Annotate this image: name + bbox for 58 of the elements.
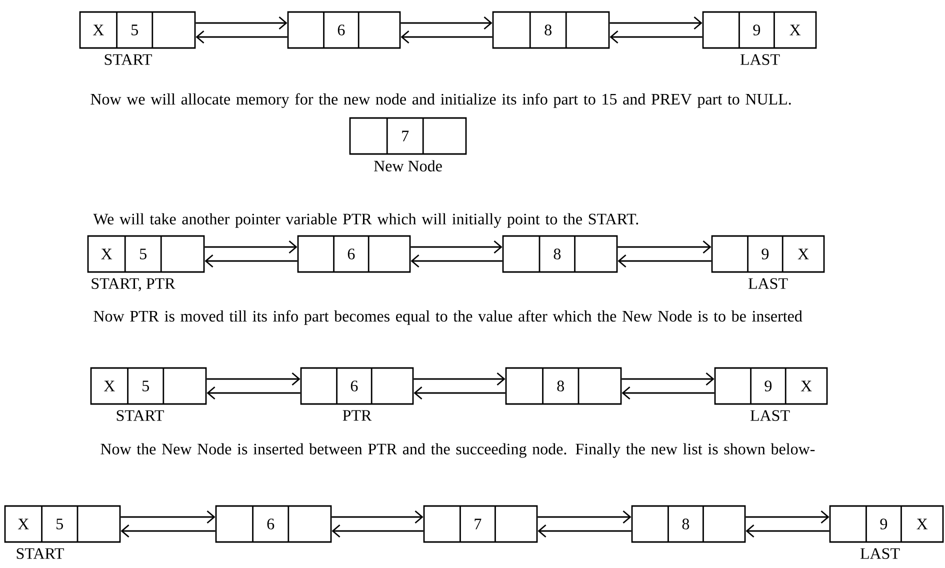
list-node: 8: [492, 11, 610, 49]
arrow: [618, 254, 712, 268]
list-node: 9 X: [702, 11, 817, 49]
arrow: [622, 386, 714, 400]
pointer-label: START: [16, 548, 64, 559]
instruction-text: Now we will allocate memory for the new node and initialize its info part to 15 and PREV part to NULL.: [90, 93, 791, 108]
list-node: 7: [423, 505, 538, 543]
list-node: 8: [505, 367, 622, 405]
pointer-label: PTR: [342, 410, 372, 421]
arrow: [206, 372, 300, 386]
arrow: [400, 16, 492, 30]
arrow: [610, 16, 702, 30]
arrow: [746, 510, 830, 524]
arrow: [538, 510, 632, 524]
list-node: 6: [300, 367, 414, 405]
arrow: [610, 30, 702, 44]
arrow: [414, 386, 506, 400]
arrow: [120, 510, 216, 524]
list-node: 8: [631, 505, 746, 543]
arrow: [622, 372, 714, 386]
list-node: X 5: [87, 235, 205, 273]
pointer-label: START: [116, 410, 164, 421]
list-node: 9 X: [711, 235, 825, 273]
arrow: [204, 254, 298, 268]
instruction-text: We will take another pointer variable PTR which will initially point to the START.: [93, 213, 638, 228]
arrow: [332, 524, 424, 538]
pointer-label: New Node: [374, 160, 442, 172]
arrow: [332, 510, 424, 524]
arrow: [410, 240, 502, 254]
pointer-label: START: [104, 54, 152, 65]
pointer-label: START, PTR: [92, 278, 176, 292]
list-node: 7: [349, 117, 467, 155]
list-node: 9 X: [829, 505, 944, 543]
list-node: 6: [215, 505, 332, 543]
arrow: [746, 524, 830, 538]
instruction-text: Now PTR is moved till its info part becomes equal to the value after which the New Node is to be inserted: [94, 310, 802, 325]
arrow: [196, 30, 288, 44]
list-node: X 5: [90, 367, 207, 405]
arrow: [538, 524, 632, 538]
list-node: X 5: [4, 505, 121, 543]
arrow: [206, 386, 300, 400]
arrow: [204, 240, 298, 254]
list-node: 8: [502, 235, 618, 273]
list-node: X 5: [79, 11, 196, 49]
pointer-label: LAST: [860, 548, 900, 559]
list-node: 6: [287, 11, 401, 49]
list-node: 9 X: [714, 367, 828, 405]
arrow: [618, 240, 712, 254]
arrow: [410, 254, 502, 268]
list-node: 6: [297, 235, 411, 273]
arrow: [414, 372, 506, 386]
arrow: [120, 524, 216, 538]
pointer-label: LAST: [750, 410, 790, 421]
pointer-label: LAST: [748, 278, 788, 289]
arrow: [196, 16, 288, 30]
pointer-label: LAST: [740, 54, 780, 65]
arrow: [400, 30, 492, 44]
instruction-text: Now the New Node is inserted between PTR and the succeeding node. Finally the new list is shown below-: [100, 443, 815, 458]
